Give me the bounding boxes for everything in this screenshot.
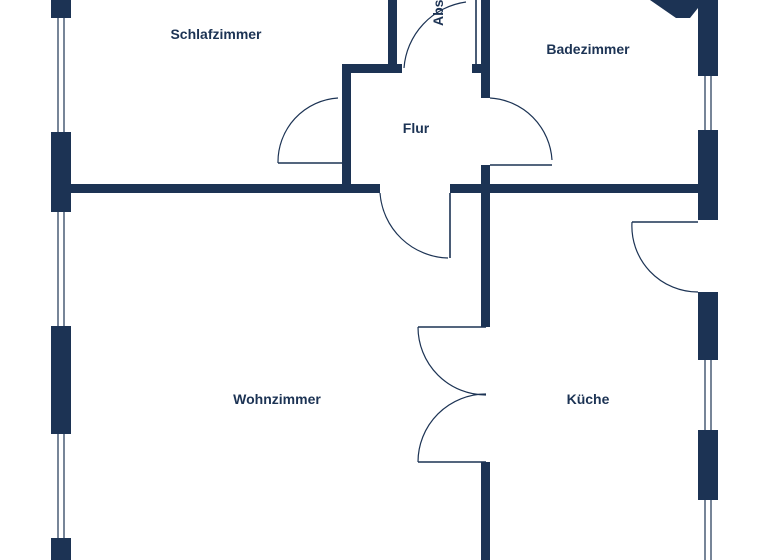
room-label-kueche: Küche — [567, 391, 610, 407]
kitchen-partition-wall — [481, 193, 490, 560]
flur-walls — [342, 0, 490, 193]
door-kueche-entrance — [631, 221, 699, 293]
left-windows — [57, 18, 65, 538]
middle-horizontal-wall — [71, 184, 698, 193]
room-label-badezimmer: Badezimmer — [546, 41, 630, 57]
door-wohnzimmer — [379, 192, 451, 259]
room-label-wohnzimmer: Wohnzimmer — [233, 391, 321, 407]
room-label-flur: Flur — [403, 120, 430, 136]
room-label-schlafzimmer: Schlafzimmer — [170, 26, 262, 42]
door-schlafzimmer — [277, 97, 342, 164]
room-label-abstellraum: Abs — [430, 0, 446, 26]
left-exterior-wall — [51, 0, 71, 560]
door-abstellraum — [403, 0, 477, 70]
door-badezimmer — [489, 97, 553, 166]
double-door-kitchen — [417, 326, 487, 463]
right-windows — [704, 76, 712, 560]
right-exterior-wall — [650, 0, 718, 500]
